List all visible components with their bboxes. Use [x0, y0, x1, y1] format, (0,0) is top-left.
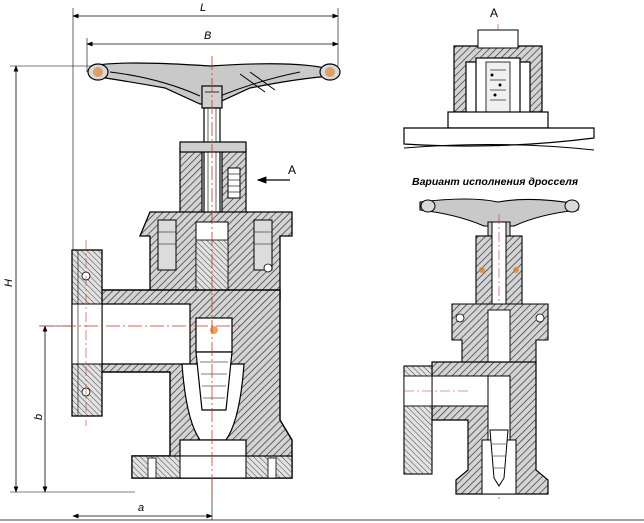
- dimension-B: B: [86, 30, 339, 72]
- view-A-marker-label: A: [288, 163, 296, 177]
- center-lines: [40, 56, 240, 500]
- handwheel: [87, 62, 341, 109]
- view-A-title: A: [490, 6, 498, 20]
- main-valve-section-view: L B H b a: [3, 2, 341, 520]
- dimension-B-label: B: [204, 30, 211, 42]
- bonnet-flange: [139, 211, 293, 303]
- valve-plug: [195, 317, 233, 411]
- dimension-a-label: a: [138, 502, 144, 514]
- throttle-variant-view: Вариант исполнения дросселя: [403, 176, 580, 500]
- dimension-L-label: L: [200, 2, 206, 14]
- view-A-arrow: A: [256, 163, 296, 184]
- dimension-H-label: H: [3, 279, 15, 287]
- dimension-L: L: [72, 2, 339, 250]
- flange-bolts: [147, 263, 277, 479]
- inlet-flange: [71, 249, 103, 417]
- variant-caption: Вариант исполнения дросселя: [412, 176, 578, 188]
- dimension-b-label: b: [33, 414, 45, 420]
- dimension-H: H: [3, 65, 135, 493]
- view-A-detail: A: [403, 6, 595, 151]
- bonnet-yoke: [179, 141, 247, 221]
